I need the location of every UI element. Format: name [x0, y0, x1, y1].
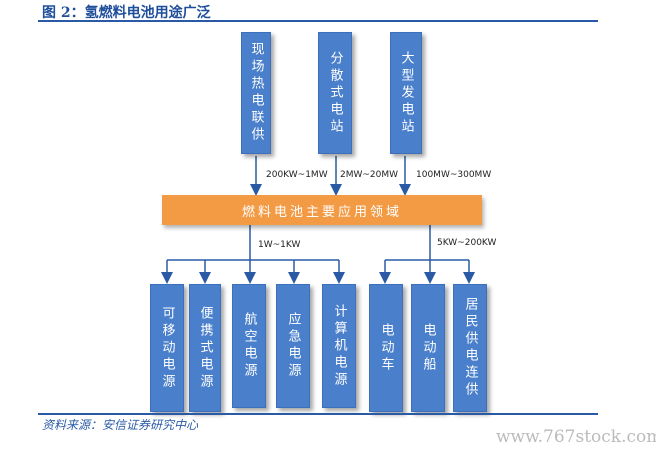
- node-onsite-chp: 现场热电联供: [241, 32, 271, 154]
- source-note: 资料来源：安信证券研究中心: [42, 418, 199, 432]
- range-label-onsite: 200KW~1MW: [266, 170, 328, 180]
- range-label-distributed: 2MW~20MW: [340, 170, 399, 180]
- range-label-left-group: 1W~1KW: [258, 240, 301, 250]
- range-label-large: 100MW~300MW: [416, 170, 492, 180]
- top-rule: [38, 20, 598, 22]
- central-node: 燃料电池主要应用领域: [162, 195, 482, 225]
- bottom-rule: [38, 413, 598, 415]
- node-electric-ship: 电动船: [411, 284, 445, 412]
- node-mobile-power: 可移动电源: [150, 284, 184, 412]
- node-distributed-station: 分散式电站: [318, 32, 352, 154]
- node-electric-vehicle: 电动车: [369, 284, 403, 412]
- watermark: www.767stock.com: [496, 427, 656, 447]
- node-portable-power: 便携式电源: [189, 284, 221, 412]
- node-emergency-power: 应急电源: [276, 284, 310, 408]
- node-residential-chp: 居民供电连供: [453, 284, 487, 412]
- figure-title: 图 2：氢燃料电池用途广泛: [42, 5, 211, 21]
- node-computer-power: 计算机电源: [322, 284, 356, 408]
- range-label-right-group: 5KW~200KW: [437, 238, 497, 248]
- node-large-power-station: 大型发电站: [390, 32, 422, 154]
- node-aviation-power: 航空电源: [232, 284, 266, 408]
